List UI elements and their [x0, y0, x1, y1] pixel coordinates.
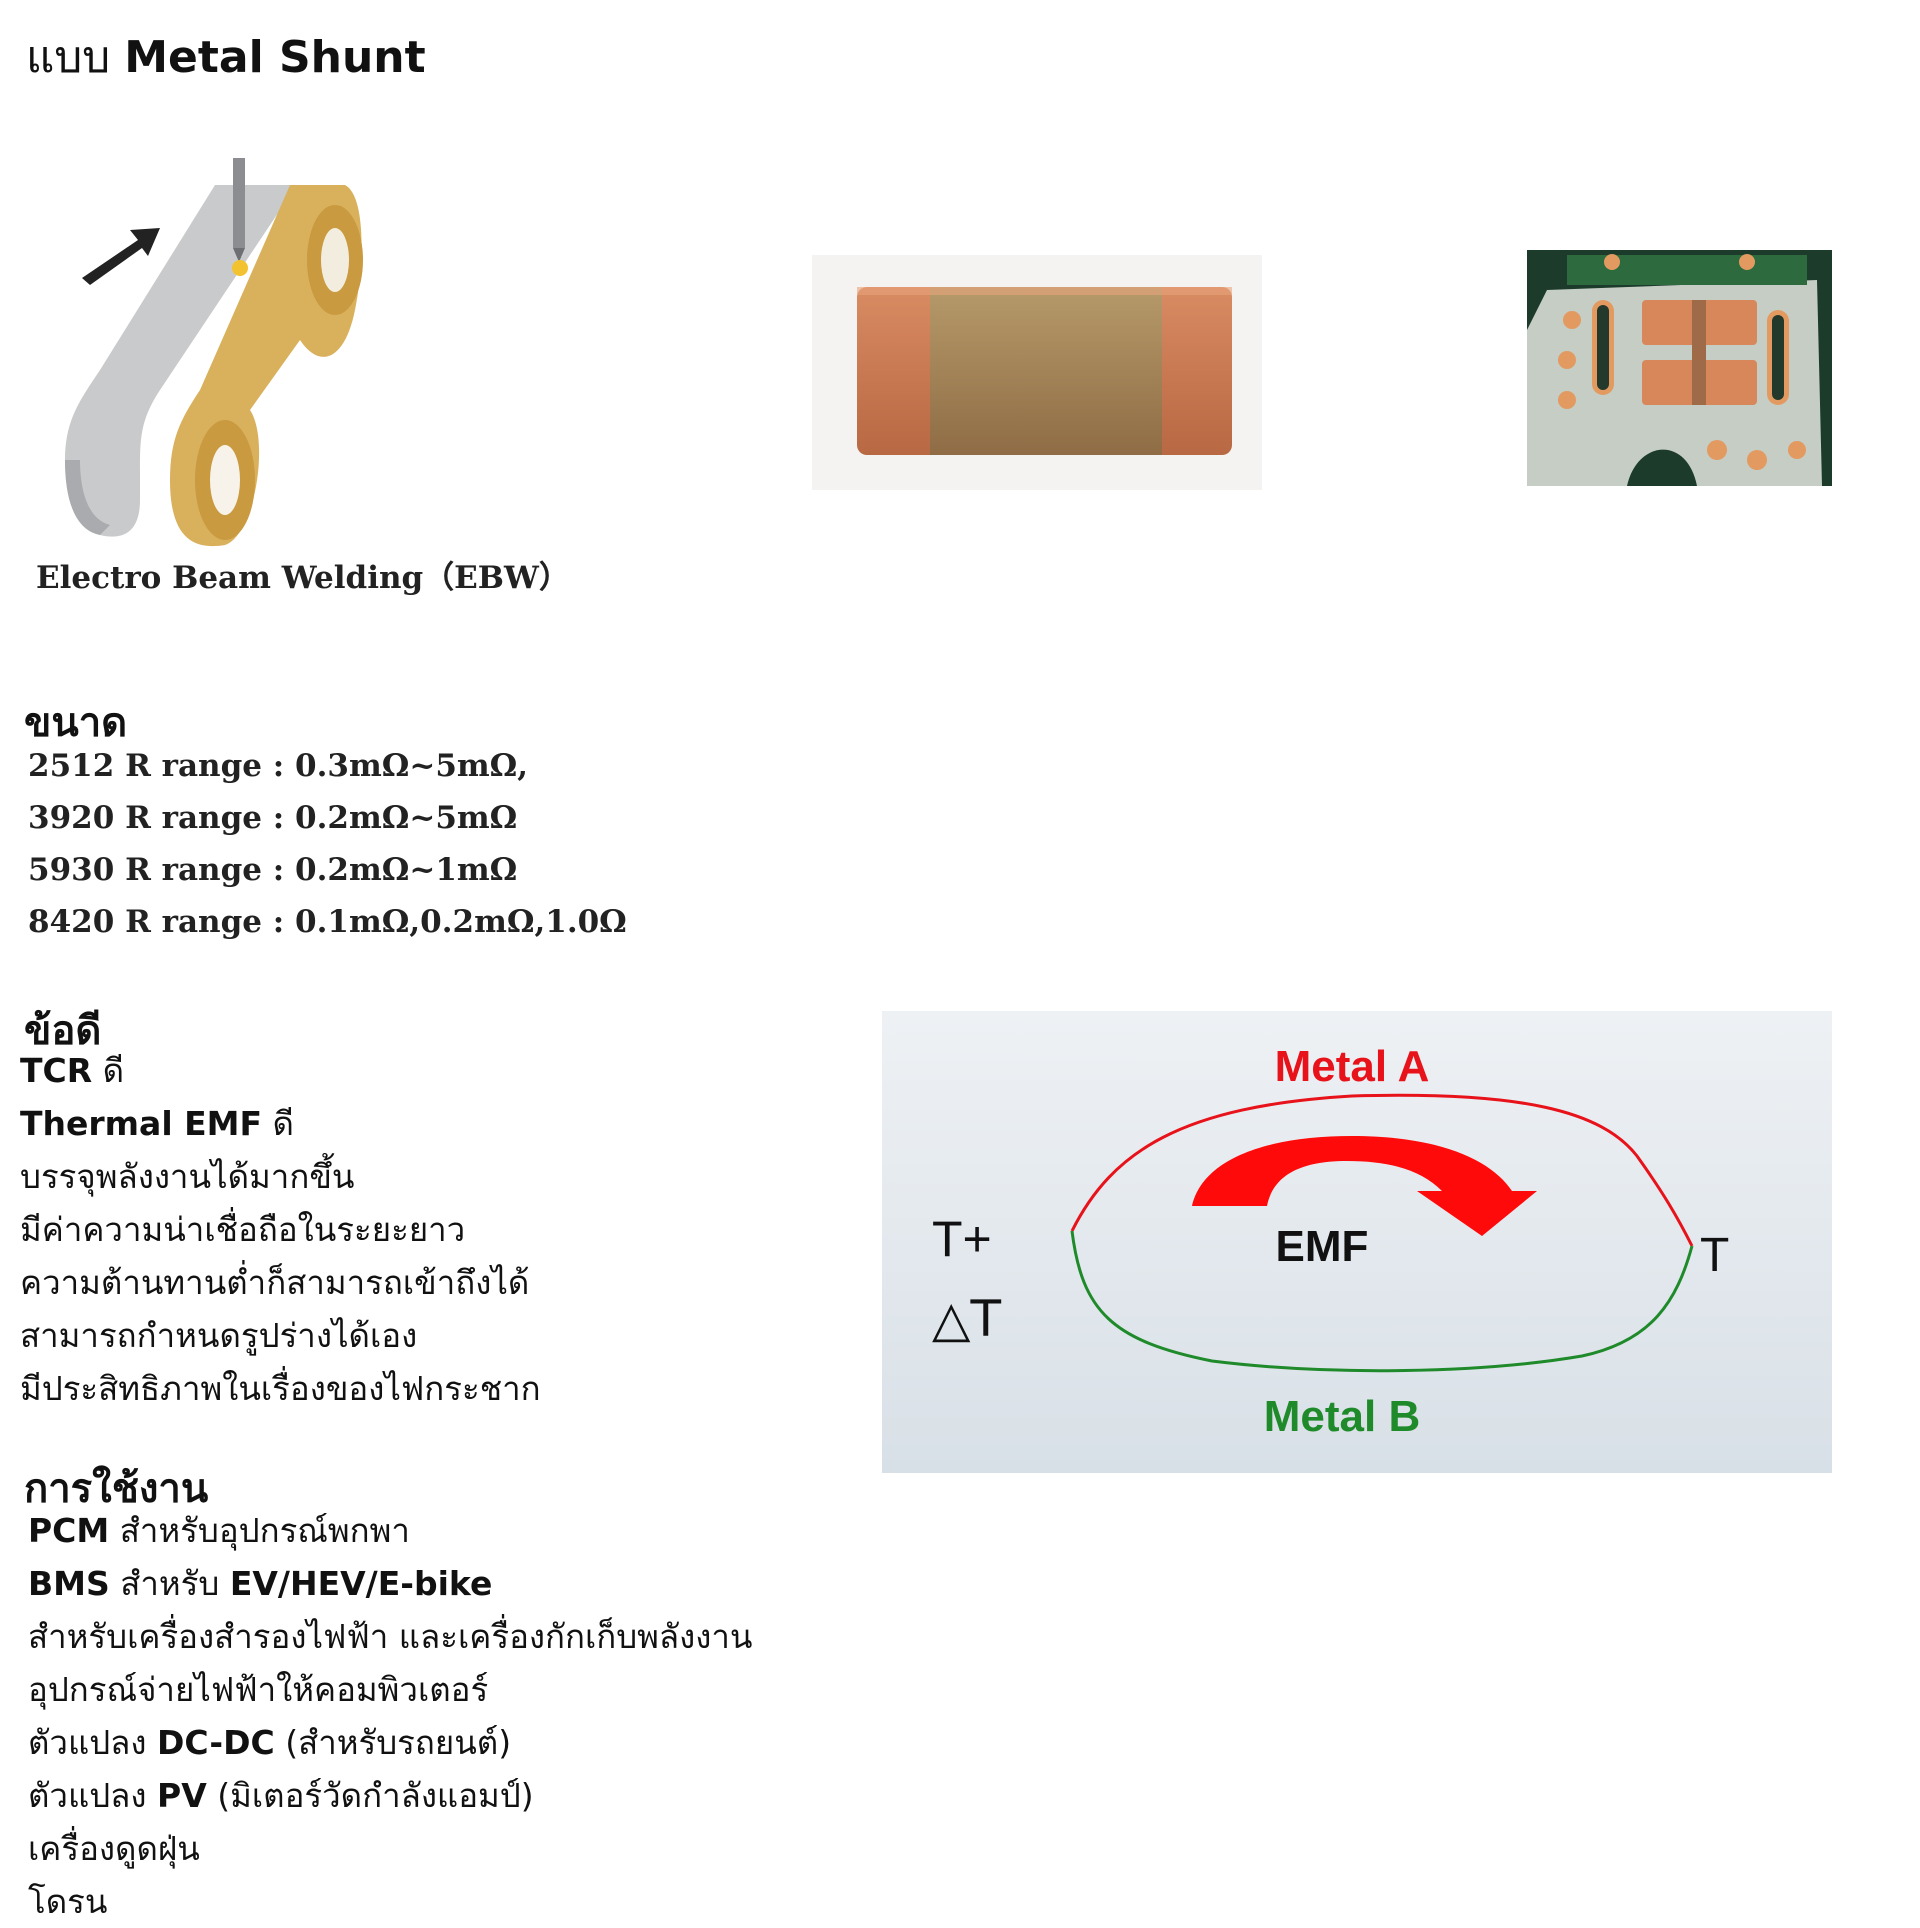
- advantage-item: บรรจุพลังงานได้มากขึ้น: [20, 1157, 355, 1196]
- metal-b-curve: [1070, 1230, 1694, 1373]
- size-item: 8420 R range : 0.1mΩ,0.2mΩ,1.0Ω: [28, 904, 627, 940]
- t-label: T: [1700, 1229, 1729, 1282]
- diagram-background: [882, 1011, 1832, 1473]
- application-item: ตัวแปลง DC-DC (สำหรับรถยนต์): [28, 1723, 512, 1762]
- metal-a-label: Metal A: [1275, 1042, 1430, 1091]
- application-item: ตัวแปลง PV (มิเตอร์วัดกำลังแอมป์): [28, 1776, 534, 1815]
- application-item: เครื่องดูดฝุ่น: [28, 1829, 200, 1868]
- direction-arrow-icon: [82, 228, 160, 285]
- ebw-caption: Electro Beam Welding（EBW）: [36, 560, 570, 596]
- size-heading: ขนาด: [24, 700, 128, 746]
- metal-b-label: Metal B: [1264, 1392, 1420, 1441]
- size-list: 2512 R range : 0.3mΩ~5mΩ, 3920 R range :…: [28, 740, 627, 948]
- advantage-item: มีประสิทธิภาพในเรื่องของไฟกระชาก: [20, 1369, 541, 1408]
- t-plus-label: T+: [932, 1211, 992, 1267]
- application-item: โดรน: [28, 1882, 108, 1921]
- title-bold: Metal Shunt: [124, 32, 426, 83]
- emf-label: EMF: [1276, 1222, 1369, 1271]
- advantage-item: สามารถกำหนดรูปร่างได้เอง: [20, 1316, 418, 1355]
- application-item: BMS สำหรับ EV/HEV/E-bike: [28, 1564, 493, 1603]
- weld-spark: [232, 260, 248, 276]
- page-title: แบบ Metal Shunt: [26, 22, 426, 92]
- application-item: PCM สำหรับอุปกรณ์พกพา: [28, 1511, 410, 1550]
- shunt-chip-photo: [812, 255, 1262, 490]
- advantages-heading: ข้อดี: [24, 1008, 102, 1054]
- welding-nozzle: [233, 158, 245, 248]
- pcb-mounted-shunt-photo: [1527, 250, 1832, 486]
- metal-a-curve: [1070, 1093, 1694, 1247]
- delta-t-label: △T: [932, 1290, 1001, 1348]
- advantage-item: TCR ดี: [20, 1051, 125, 1090]
- application-item: สำหรับเครื่องสำรองไฟฟ้า และเครื่องกักเก็…: [28, 1617, 753, 1656]
- advantage-item: มีค่าความน่าเชื่อถือในระยะยาว: [20, 1210, 466, 1249]
- applications-heading: การใช้งาน: [24, 1466, 209, 1512]
- size-item: 2512 R range : 0.3mΩ~5mΩ,: [28, 748, 529, 784]
- ebw-illustration: [65, 158, 363, 547]
- advantages-list: TCR ดี Thermal EMF ดี บรรจุพลังงานได้มาก…: [20, 1044, 541, 1415]
- thermal-emf-diagram: Metal A Metal B EMF T+ △T T: [882, 1011, 1832, 1473]
- emf-arrow-icon: [1192, 1136, 1537, 1236]
- size-item: 3920 R range : 0.2mΩ~5mΩ: [28, 800, 518, 836]
- applications-list: PCM สำหรับอุปกรณ์พกพา BMS สำหรับ EV/HEV/…: [28, 1504, 752, 1928]
- advantage-item: ความต้านทานต่ำก็สามารถเข้าถึงได้: [20, 1263, 530, 1302]
- advantage-item: Thermal EMF ดี: [20, 1104, 294, 1143]
- title-prefix: แบบ: [26, 32, 111, 83]
- size-item: 5930 R range : 0.2mΩ~1mΩ: [28, 852, 518, 888]
- application-item: อุปกรณ์จ่ายไฟฟ้าให้คอมพิวเตอร์: [28, 1670, 489, 1709]
